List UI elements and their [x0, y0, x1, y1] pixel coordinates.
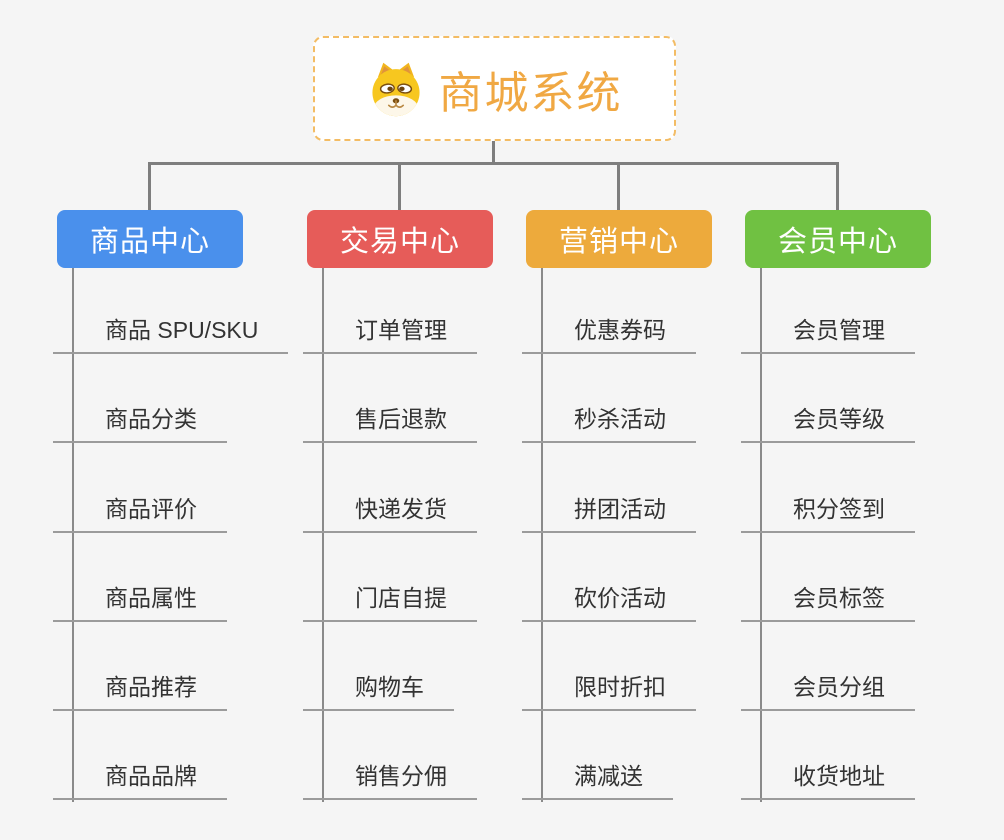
child-topic[interactable]: 砍价活动	[522, 579, 696, 622]
child-row: 订单管理	[303, 265, 477, 355]
child-topic[interactable]: 购物车	[303, 668, 454, 711]
child-topic[interactable]: 会员标签	[741, 579, 915, 622]
child-row: 售后退款	[303, 354, 477, 444]
child-topic[interactable]: 门店自提	[303, 579, 477, 622]
doge-icon	[371, 62, 420, 116]
children-column-marketing: 优惠券码 秒杀活动 拼团活动 砍价活动 限时折扣 满减送	[522, 265, 696, 801]
child-row: 会员标签	[741, 533, 915, 622]
child-row: 会员管理	[741, 265, 915, 355]
child-topic[interactable]: 快递发货	[303, 490, 477, 533]
child-row: 商品分类	[53, 354, 288, 444]
child-row: 积分签到	[741, 443, 915, 533]
child-topic[interactable]: 商品推荐	[53, 668, 227, 711]
child-topic[interactable]: 商品属性	[53, 579, 227, 622]
child-row: 购物车	[303, 622, 477, 711]
trunk-line-marketing	[541, 268, 543, 802]
child-row: 商品推荐	[53, 622, 288, 711]
child-topic[interactable]: 拼团活动	[522, 490, 696, 533]
branch-topic-product-center[interactable]: 商品中心	[57, 210, 243, 268]
branch-topic-trade-center[interactable]: 交易中心	[307, 210, 493, 268]
child-topic[interactable]: 商品评价	[53, 490, 227, 533]
children-column-trade: 订单管理 售后退款 快递发货 门店自提 购物车 销售分佣	[303, 265, 477, 801]
child-topic[interactable]: 商品分类	[53, 400, 227, 444]
child-topic[interactable]: 会员分组	[741, 668, 915, 711]
child-topic[interactable]: 商品品牌	[53, 757, 227, 801]
child-row: 快递发货	[303, 443, 477, 533]
child-topic[interactable]: 销售分佣	[303, 757, 477, 801]
root-title: 商城系统	[438, 68, 623, 118]
child-topic[interactable]: 售后退款	[303, 400, 477, 444]
child-topic[interactable]: 优惠券码	[522, 311, 696, 355]
child-row: 砍价活动	[522, 533, 696, 622]
child-topic[interactable]: 积分签到	[741, 490, 915, 533]
child-topic[interactable]: 秒杀活动	[522, 400, 696, 444]
trunk-line-member	[760, 268, 762, 802]
child-row: 商品评价	[53, 443, 288, 533]
child-row: 门店自提	[303, 533, 477, 622]
child-topic[interactable]: 商品 SPU/SKU	[53, 311, 289, 355]
connector-drop-product	[148, 162, 151, 211]
child-row: 会员分组	[741, 622, 915, 711]
child-row: 限时折扣	[522, 622, 696, 711]
child-topic[interactable]: 满减送	[522, 757, 673, 801]
child-row: 商品品牌	[53, 711, 288, 801]
branch-topic-marketing-center[interactable]: 营销中心	[526, 210, 712, 268]
child-row: 收货地址	[741, 711, 915, 801]
branch-topic-member-center[interactable]: 会员中心	[745, 210, 931, 268]
child-topic[interactable]: 限时折扣	[522, 668, 696, 711]
children-column-product: 商品 SPU/SKU 商品分类 商品评价 商品属性 商品推荐 商品品牌	[53, 265, 289, 801]
child-row: 满减送	[522, 711, 696, 801]
child-topic[interactable]: 收货地址	[741, 757, 915, 801]
child-row: 商品 SPU/SKU	[53, 265, 289, 355]
child-row: 商品属性	[53, 533, 288, 622]
root-topic[interactable]: 商城系统	[313, 36, 676, 141]
connector-root-stub	[492, 140, 495, 164]
child-topic[interactable]: 会员管理	[741, 311, 915, 355]
trunk-line-product	[72, 268, 74, 802]
trunk-line-trade	[322, 268, 324, 802]
child-row: 会员等级	[741, 354, 915, 444]
connector-horizontal	[148, 162, 839, 165]
child-row: 优惠券码	[522, 265, 696, 355]
child-topic[interactable]: 会员等级	[741, 400, 915, 444]
connector-drop-marketing	[617, 162, 620, 211]
children-column-member: 会员管理 会员等级 积分签到 会员标签 会员分组 收货地址	[741, 265, 915, 801]
child-row: 拼团活动	[522, 443, 696, 533]
child-topic[interactable]: 订单管理	[303, 311, 477, 355]
connector-drop-member	[836, 162, 839, 211]
child-row: 秒杀活动	[522, 354, 696, 444]
connector-drop-trade	[398, 162, 401, 211]
child-row: 销售分佣	[303, 711, 477, 801]
